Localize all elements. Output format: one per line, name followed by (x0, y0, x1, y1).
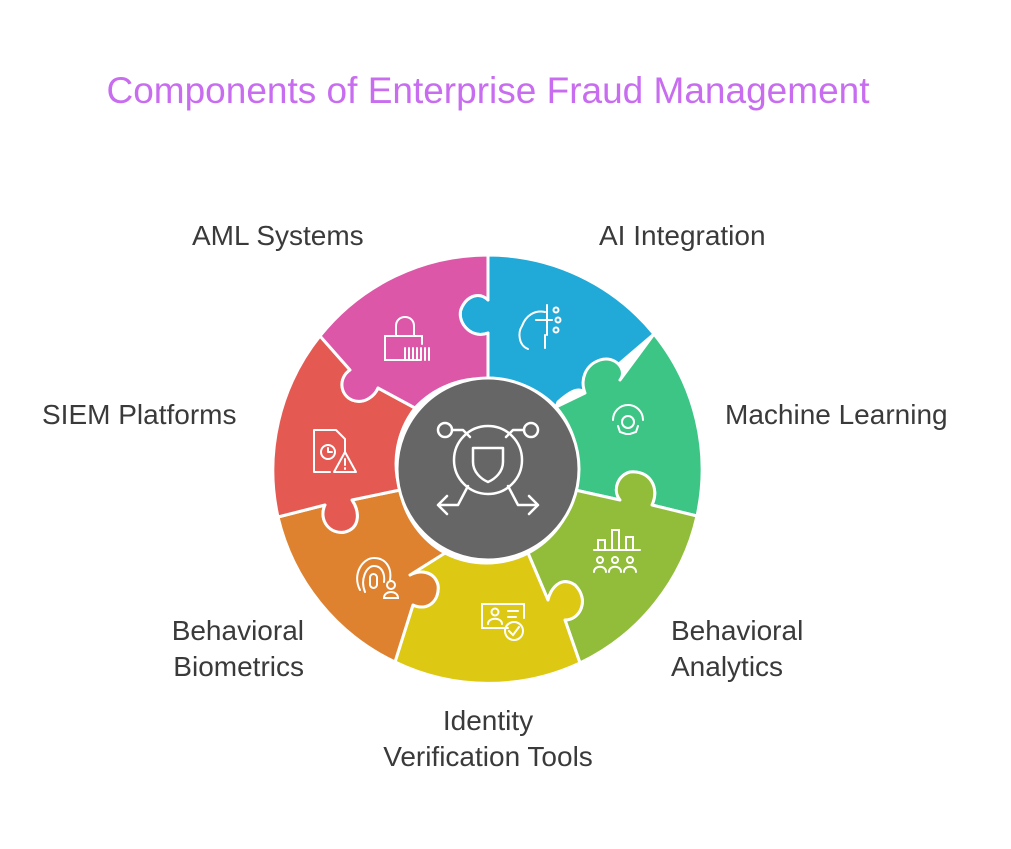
shield-network-icon (436, 421, 540, 516)
label-line: Biometrics (173, 651, 304, 682)
label-ai-integration: AI Integration (599, 220, 766, 251)
label-line: Identity (442, 705, 534, 736)
fingerprint-user-icon (356, 556, 400, 599)
page-title: Components of Enterprise Fraud Managemen… (106, 70, 870, 111)
label-aml-systems: AML Systems (192, 220, 364, 251)
segment-aml-systems (318, 253, 490, 410)
label-siem-platforms: SIEM Platforms (42, 399, 237, 430)
document-clock-warning-icon (313, 429, 357, 473)
label-identity-verification: Identity Verification Tools (338, 703, 638, 775)
label-behavioral-biometrics: Behavioral Biometrics (162, 613, 304, 685)
lock-barcode-icon (384, 316, 430, 361)
label-line: Behavioral (671, 615, 804, 646)
center-hub (395, 376, 581, 562)
label-line: Analytics (671, 651, 784, 682)
bar-chart-people-icon (593, 529, 641, 573)
gear-cycle-icon (612, 404, 644, 435)
label-line: Verification Tools (383, 741, 593, 772)
id-card-check-icon (481, 603, 525, 641)
ai-head-icon (518, 304, 562, 350)
label-behavioral-analytics: Behavioral Analytics (671, 613, 803, 685)
label-machine-learning: Machine Learning (725, 399, 948, 430)
label-line: Behavioral (171, 615, 304, 646)
